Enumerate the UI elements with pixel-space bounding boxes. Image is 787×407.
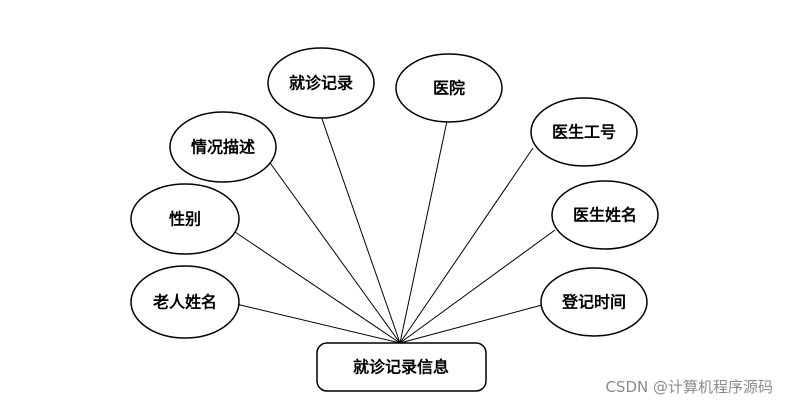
attribute-label: 医院 (433, 79, 465, 98)
watermark: CSDN @计算机程序源码 (605, 378, 773, 396)
attribute-node-5: 医院 (395, 53, 503, 123)
attribute-label: 就诊记录 (289, 74, 353, 93)
attribute-node-3: 情况描述 (169, 111, 277, 183)
attribute-label: 情况描述 (191, 138, 255, 157)
attribute-label: 老人姓名 (152, 293, 217, 312)
edge-attr-7 (399, 229, 556, 344)
entity-label: 就诊记录信息 (353, 358, 449, 377)
edge-attr-3 (267, 159, 401, 344)
edge-attr-5 (399, 120, 448, 344)
attribute-label: 医生姓名 (573, 206, 637, 225)
entity-node: 就诊记录信息 (316, 342, 487, 392)
edges (234, 115, 556, 344)
edge-attr-8 (399, 304, 543, 344)
attribute-node-8: 登记时间 (540, 267, 648, 337)
attribute-label: 医生工号 (552, 123, 616, 142)
attribute-node-7: 医生姓名 (551, 180, 659, 250)
attribute-label: 性别 (169, 210, 201, 229)
attribute-label: 登记时间 (561, 293, 626, 312)
attribute-node-6: 医生工号 (530, 97, 638, 167)
edge-attr-2 (234, 231, 401, 344)
attribute-node-2: 性别 (130, 183, 240, 255)
edge-attr-4 (320, 115, 401, 344)
edge-attr-1 (235, 303, 401, 344)
attribute-node-1: 老人姓名 (130, 265, 240, 339)
edge-attr-6 (399, 147, 534, 344)
attribute-node-4: 就诊记录 (267, 47, 375, 119)
